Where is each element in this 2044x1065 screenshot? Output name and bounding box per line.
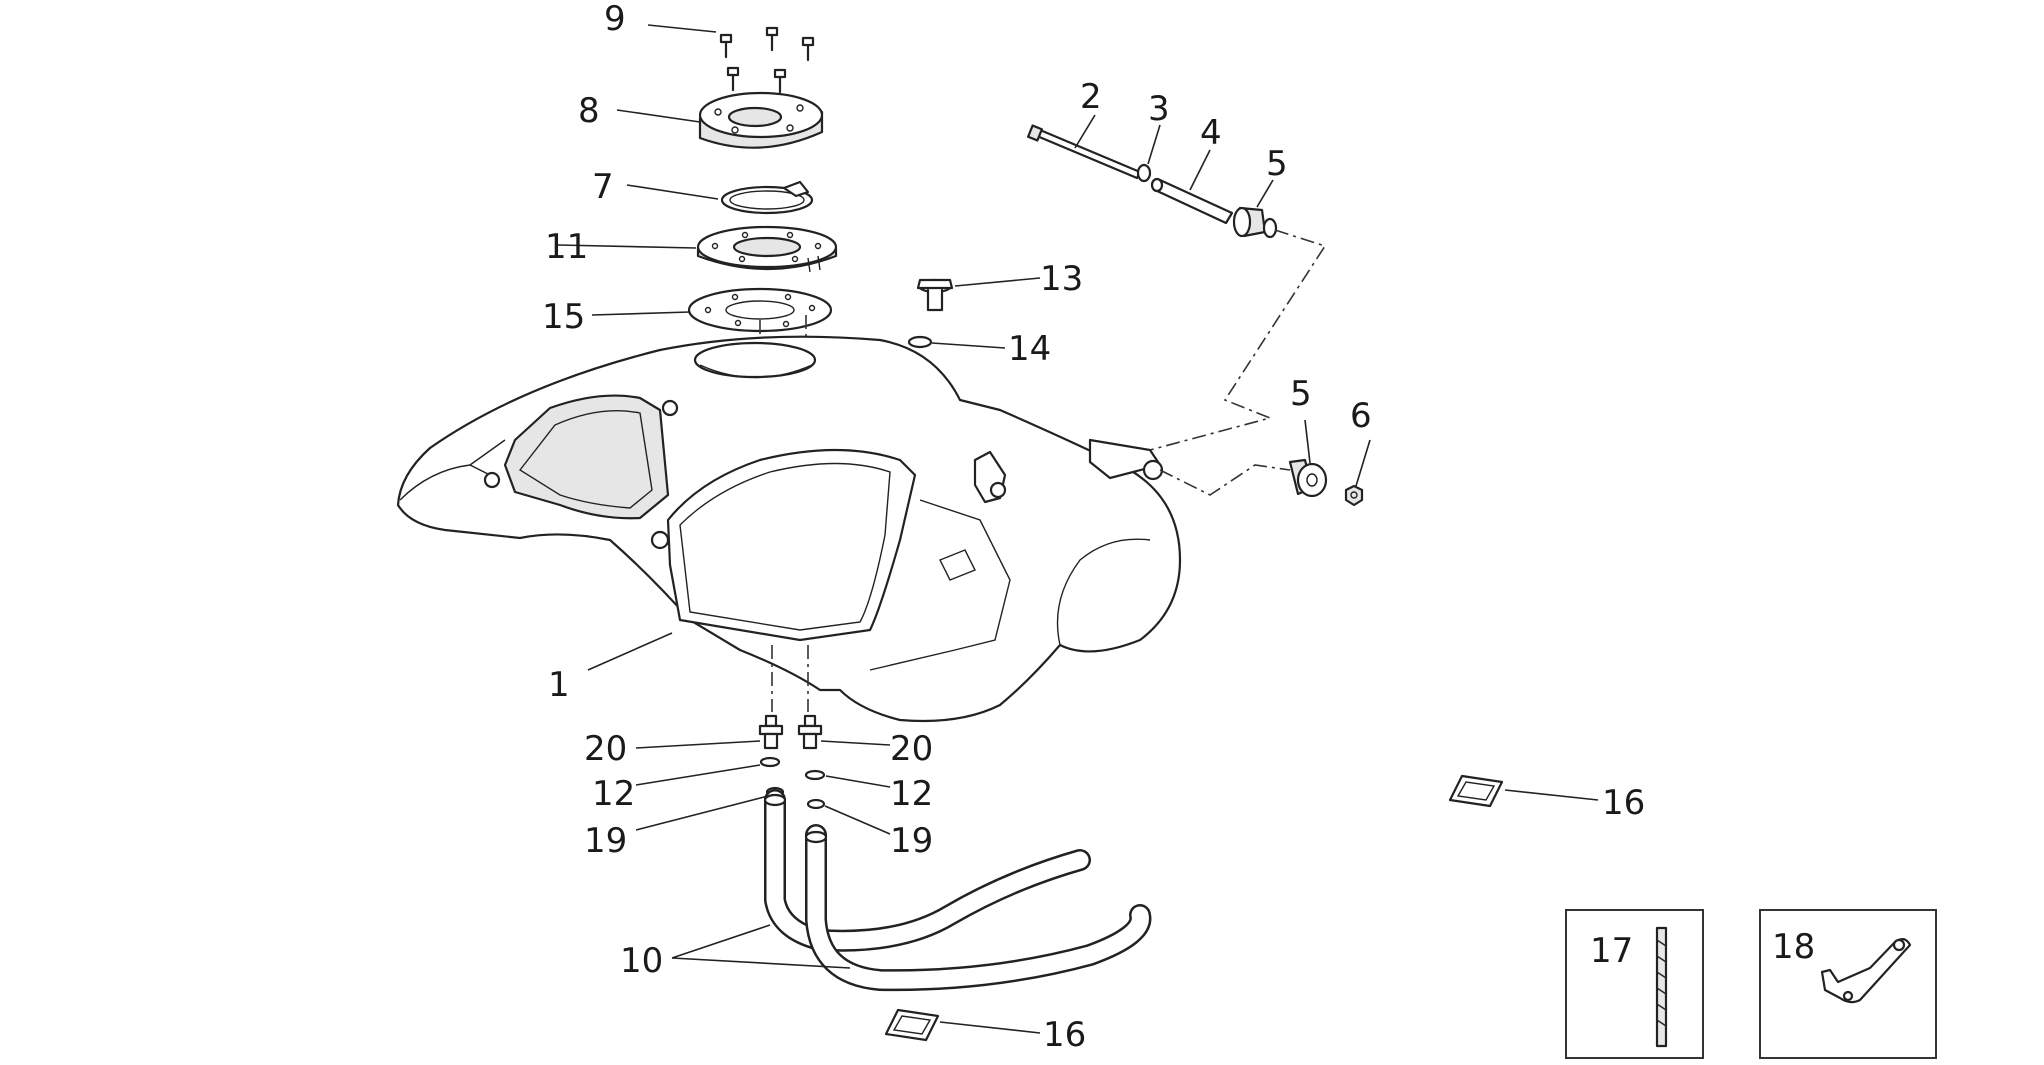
callout-3: 3 <box>1148 89 1170 129</box>
part-1-fuel-tank <box>396 335 1182 723</box>
callout-19-right: 19 <box>890 821 933 861</box>
callout-8: 8 <box>578 91 600 131</box>
callout-15: 15 <box>542 297 585 337</box>
part-5-bushing-lower <box>1288 458 1328 498</box>
part-7-seal-ring <box>720 180 814 215</box>
callout-17: 17 <box>1590 931 1633 971</box>
part-4-spacer <box>1150 177 1234 225</box>
callout-14: 14 <box>1008 329 1051 369</box>
part-17-strip <box>1655 926 1668 1048</box>
part-2-bolt <box>1027 124 1142 180</box>
callout-18: 18 <box>1772 927 1815 967</box>
part-17-box <box>1565 909 1704 1059</box>
callout-19-left: 19 <box>584 821 627 861</box>
callout-5-lower: 5 <box>1290 374 1312 414</box>
callout-2: 2 <box>1080 77 1102 117</box>
callout-20-right: 20 <box>890 729 933 769</box>
part-12-o-rings <box>759 756 826 781</box>
part-16-clip-bottom <box>884 1008 940 1042</box>
part-16-clip-right <box>1448 774 1504 808</box>
part-11-plate <box>696 225 838 273</box>
part-9-screws <box>719 26 815 94</box>
callout-20-left: 20 <box>584 729 627 769</box>
part-13-breather-cap <box>916 278 954 312</box>
part-14-washer <box>907 335 933 349</box>
part-6-nut <box>1344 484 1364 507</box>
callout-7: 7 <box>592 167 614 207</box>
part-15-gasket <box>687 287 833 333</box>
part-8-filler-flange <box>698 91 824 149</box>
part-5-bushing-top <box>1232 206 1278 239</box>
callout-1: 1 <box>548 665 570 705</box>
callout-11: 11 <box>545 227 588 267</box>
part-3-washer <box>1136 163 1152 183</box>
callout-9: 9 <box>604 0 626 39</box>
callout-16-bottom: 16 <box>1043 1015 1086 1055</box>
leader-lines <box>557 24 1599 1034</box>
callout-10: 10 <box>620 941 663 981</box>
part-20-fittings <box>758 714 823 750</box>
callout-5-top: 5 <box>1266 144 1288 184</box>
callout-16-right: 16 <box>1602 783 1645 823</box>
callout-12-right: 12 <box>890 774 933 814</box>
part-18-bracket <box>1820 938 1912 1004</box>
callout-12-left: 12 <box>592 774 635 814</box>
callout-4: 4 <box>1200 113 1222 153</box>
callout-6: 6 <box>1350 396 1372 436</box>
callout-13: 13 <box>1040 259 1083 299</box>
part-10-hoses <box>763 789 1152 992</box>
